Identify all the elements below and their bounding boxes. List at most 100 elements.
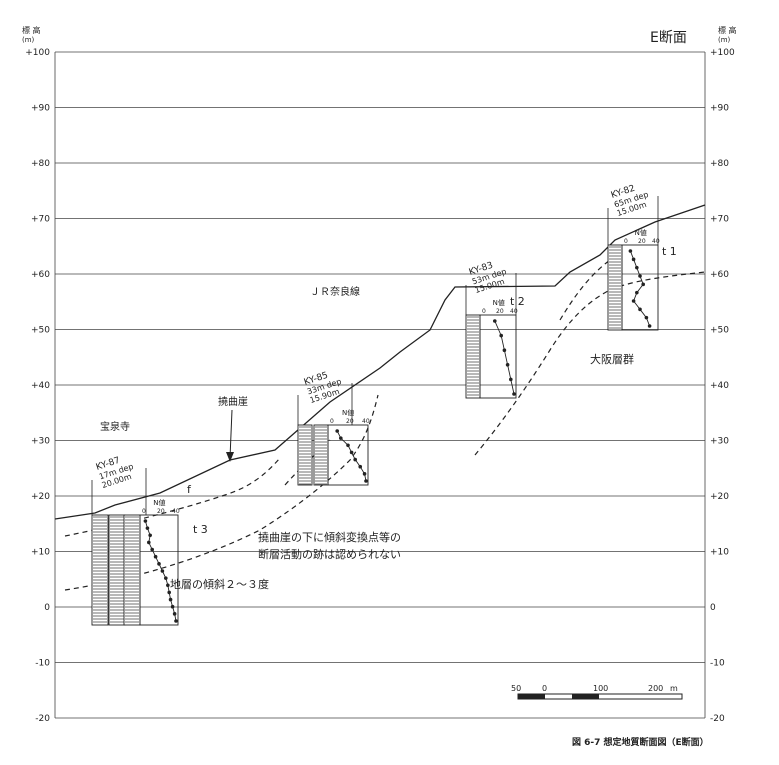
f-label: f: [187, 483, 192, 496]
left-axis-unit: (m): [22, 36, 35, 44]
figure-caption: 図 6-7 想定地質断面図（E断面）: [572, 736, 709, 748]
lithology-column: [91, 514, 109, 626]
nvalue-point: [148, 533, 152, 538]
nvalue-point: [157, 562, 161, 566]
right-tick-label: -10: [710, 659, 725, 669]
right-tick-label: +40: [710, 381, 729, 391]
nvalue-point: [638, 307, 642, 312]
nvalue-point: [172, 612, 177, 616]
nvalue-label: N値: [153, 498, 165, 507]
nvalue-point: [164, 576, 168, 580]
right-axis-unit: (m): [718, 36, 731, 44]
nvalue-point: [346, 443, 350, 448]
left-tick-label: +60: [31, 270, 50, 280]
nvalue-point: [505, 363, 510, 367]
nvalue-point: [635, 290, 639, 295]
left-axis-title: 標 高: [22, 25, 41, 35]
nvalue-scale-label: 20: [638, 238, 646, 245]
nvalue-point: [638, 274, 642, 278]
nvalue-frame: [621, 244, 659, 331]
nvalue-point: [153, 554, 158, 559]
nvalue-label: N値: [342, 408, 354, 417]
left-tick-label: +80: [31, 159, 50, 169]
lithology-column: [108, 514, 126, 626]
nvalue-point: [168, 597, 173, 602]
nvalue-label: N値: [493, 298, 505, 307]
nvalue-point: [167, 590, 171, 595]
right-tick-label: +90: [710, 104, 729, 114]
scale-label-200: 200: [648, 684, 663, 693]
right-tick-label: -20: [710, 714, 725, 724]
nvalue-point: [150, 547, 154, 552]
lithology-column: [123, 514, 141, 626]
right-axis-title: 標 高: [718, 25, 737, 35]
nvalue-point: [499, 333, 504, 338]
boundary-upper-dashed: [559, 259, 611, 321]
nvalue-scale-label: 20: [157, 508, 165, 515]
nvalue-frame: [327, 424, 369, 486]
flexure-arrowhead: [226, 452, 234, 462]
nvalue-point: [145, 526, 150, 530]
t3-label: t 3: [193, 523, 208, 536]
nvalue-scale-label: 20: [346, 418, 354, 425]
boundary-dip-dashed: [64, 394, 379, 591]
flexure-arrow: [229, 409, 233, 459]
nvalue-label: N値: [635, 228, 647, 237]
section-title: E断面: [650, 30, 687, 46]
lithology-column: [465, 314, 481, 399]
left-tick-label: +70: [31, 215, 50, 225]
nvalue-scale-label: 0: [482, 308, 486, 315]
nvalue-point: [362, 472, 367, 476]
nvalue-frame: [479, 314, 517, 399]
nvalue-point: [641, 282, 645, 287]
nvalue-point: [364, 479, 368, 483]
nvalue-scale-label: 40: [510, 308, 518, 315]
dip-note: 地層の傾斜２～３度: [170, 577, 269, 591]
note-line-2: 断層活動の跡は認められない: [258, 547, 401, 561]
nvalue-frame: [139, 514, 179, 626]
nvalue-point: [631, 299, 636, 303]
nvalue-point: [358, 464, 363, 469]
osaka-group-label: 大阪層群: [590, 352, 634, 366]
right-tick-label: +60: [710, 270, 729, 280]
scale-label-50: 50: [511, 684, 521, 693]
nvalue-point: [644, 315, 649, 320]
nvalue-point: [628, 249, 633, 253]
nvalue-scale-label: 40: [652, 238, 660, 245]
nvalue-scale-label: 40: [172, 508, 180, 515]
nvalue-point: [174, 619, 178, 623]
lithology-column: [313, 424, 329, 486]
nvalue-point: [353, 457, 358, 462]
t2-label: t 2: [510, 295, 525, 308]
right-tick-label: +20: [710, 492, 729, 502]
nvalue-point: [647, 324, 652, 328]
left-tick-label: -10: [35, 659, 50, 669]
left-tick-label: +10: [31, 548, 50, 558]
note-line-1: 撓曲崖の下に傾斜変換点等の: [258, 530, 401, 544]
nvalue-line: [629, 250, 651, 327]
nvalue-point: [339, 436, 343, 440]
left-tick-label: +20: [31, 492, 50, 502]
t1-label: t 1: [662, 245, 677, 258]
nvalue-point: [502, 348, 507, 353]
right-tick-label: +70: [710, 215, 729, 225]
nvalue-point: [493, 319, 497, 323]
nvalue-line: [494, 320, 515, 395]
left-tick-label: +100: [25, 48, 50, 58]
nvalue-point: [631, 257, 636, 262]
right-tick-label: +10: [710, 548, 729, 558]
right-tick-label: +80: [710, 159, 729, 169]
nvalue-scale-label: 20: [496, 308, 504, 315]
lithology-column: [297, 424, 313, 486]
lithology-column: [607, 244, 623, 331]
left-tick-label: +50: [31, 326, 50, 336]
nvalue-point: [635, 265, 639, 270]
scale-label-0: 0: [542, 684, 547, 693]
nvalue-point: [512, 392, 516, 396]
